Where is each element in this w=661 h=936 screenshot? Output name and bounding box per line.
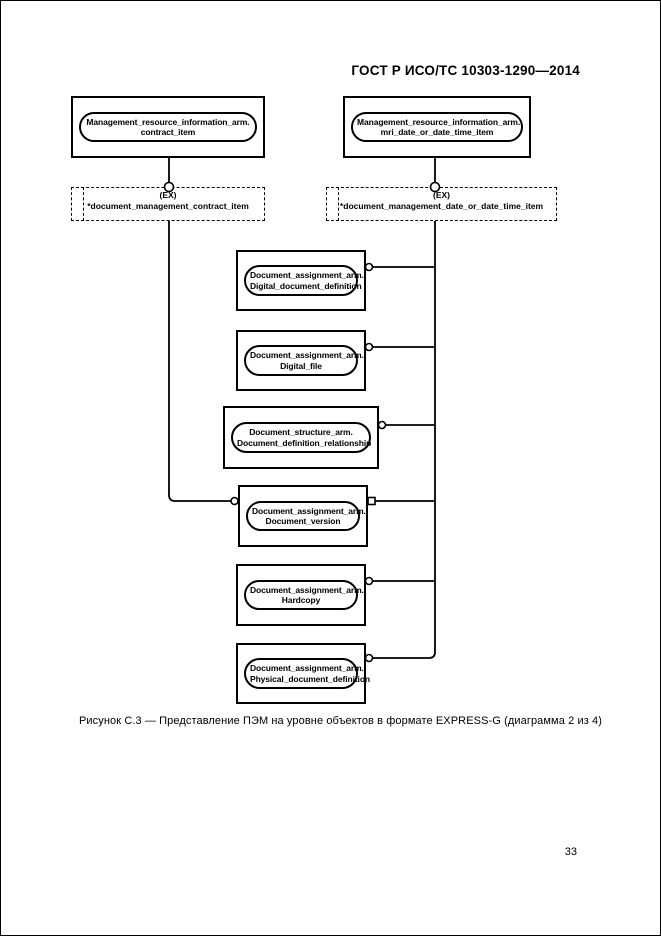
- entity-name-line2: mri_date_or_date_time_item: [380, 127, 494, 137]
- relation-circle: [364, 653, 374, 663]
- entity-stadium: Document_assignment_arm. Hardcopy: [244, 579, 364, 611]
- ref-tag: (EX): [433, 190, 450, 200]
- ref-box-divider: [83, 187, 84, 221]
- entity-name-line1: Document_assignment_arm.: [250, 270, 364, 281]
- entity-stadium: Document_assignment_arm. Digital_file: [244, 345, 364, 376]
- connector-line: [168, 221, 231, 502]
- entity-name-line1: Document_assignment_arm.: [250, 584, 364, 595]
- relation-circle: [377, 420, 387, 430]
- document-header: ГОСТ Р ИСО/ТС 10303-1290—2014: [351, 63, 580, 78]
- entity-name-line1: Management_resource_information_arm.: [86, 116, 250, 127]
- entity-name-line2: Digital_file: [280, 360, 322, 371]
- entity-stadium: Document_structure_arm. Document_definit…: [231, 422, 371, 453]
- entity-stadium: Document_assignment_arm. Physical_docume…: [244, 658, 370, 689]
- entity-name-line1: Document_assignment_arm.: [250, 350, 364, 361]
- entity-name-line2: Hardcopy: [281, 595, 321, 605]
- ref-tag: (EX): [159, 190, 177, 200]
- page-number: 33: [564, 846, 577, 858]
- entity-box-mri-date-item: Management_resource_information_arm. mri…: [343, 96, 531, 158]
- ref-name: *document_management_date_or_date_time_i…: [339, 201, 544, 212]
- entity-name-line1: Document_assignment_arm.: [252, 505, 366, 516]
- entity-box-hardcopy: Document_assignment_arm. Hardcopy: [236, 564, 366, 626]
- entity-name-line2: Document_version: [265, 516, 341, 526]
- relation-circle: [364, 576, 374, 586]
- entity-box-document-definition-relationship: Document_structure_arm. Document_definit…: [223, 406, 379, 469]
- entity-box-contract-item: Management_resource_information_arm. con…: [71, 96, 265, 158]
- connector-line: [372, 221, 436, 659]
- entity-stadium: Document_assignment_arm. Digital_documen…: [244, 265, 364, 296]
- entity-box-document-version: Document_assignment_arm. Document_versio…: [238, 485, 368, 547]
- entity-name-line2: Physical_document_definition: [250, 673, 371, 684]
- entity-name-line1: Document_assignment_arm.: [250, 663, 364, 674]
- relation-circle: [230, 496, 239, 506]
- entity-box-physical-document-definition: Document_assignment_arm. Physical_docume…: [236, 643, 370, 704]
- ref-box-contract-item: (EX) *document_management_contract_item: [71, 187, 265, 221]
- figure-caption: Рисунок С.3 — Представление ПЭМ на уровн…: [79, 715, 602, 727]
- entity-stadium: Document_assignment_arm. Document_versio…: [246, 500, 366, 532]
- ref-box-divider: [338, 187, 339, 221]
- entity-name-line2: Document_definition_relationship: [237, 437, 372, 448]
- entity-box-digital-file: Document_assignment_arm. Digital_file: [236, 330, 366, 391]
- relation-circle: [364, 342, 374, 352]
- entity-name-line1: Document_structure_arm.: [249, 427, 353, 438]
- relation-circle: [364, 262, 374, 272]
- ref-name: *document_management_contract_item: [87, 201, 249, 212]
- entity-name-line2: Digital_document_definition: [250, 280, 362, 291]
- entity-box-digital-document-definition: Document_assignment_arm. Digital_documen…: [236, 250, 366, 311]
- entity-stadium: Management_resource_information_arm. con…: [79, 111, 257, 143]
- entity-stadium: Management_resource_information_arm. mri…: [351, 111, 523, 143]
- ref-box-date-item: (EX) *document_management_date_or_date_t…: [326, 187, 557, 221]
- relation-square: [367, 496, 376, 506]
- entity-name-line2: contract_item: [140, 127, 196, 137]
- entity-name-line1: Management_resource_information_arm.: [357, 116, 521, 127]
